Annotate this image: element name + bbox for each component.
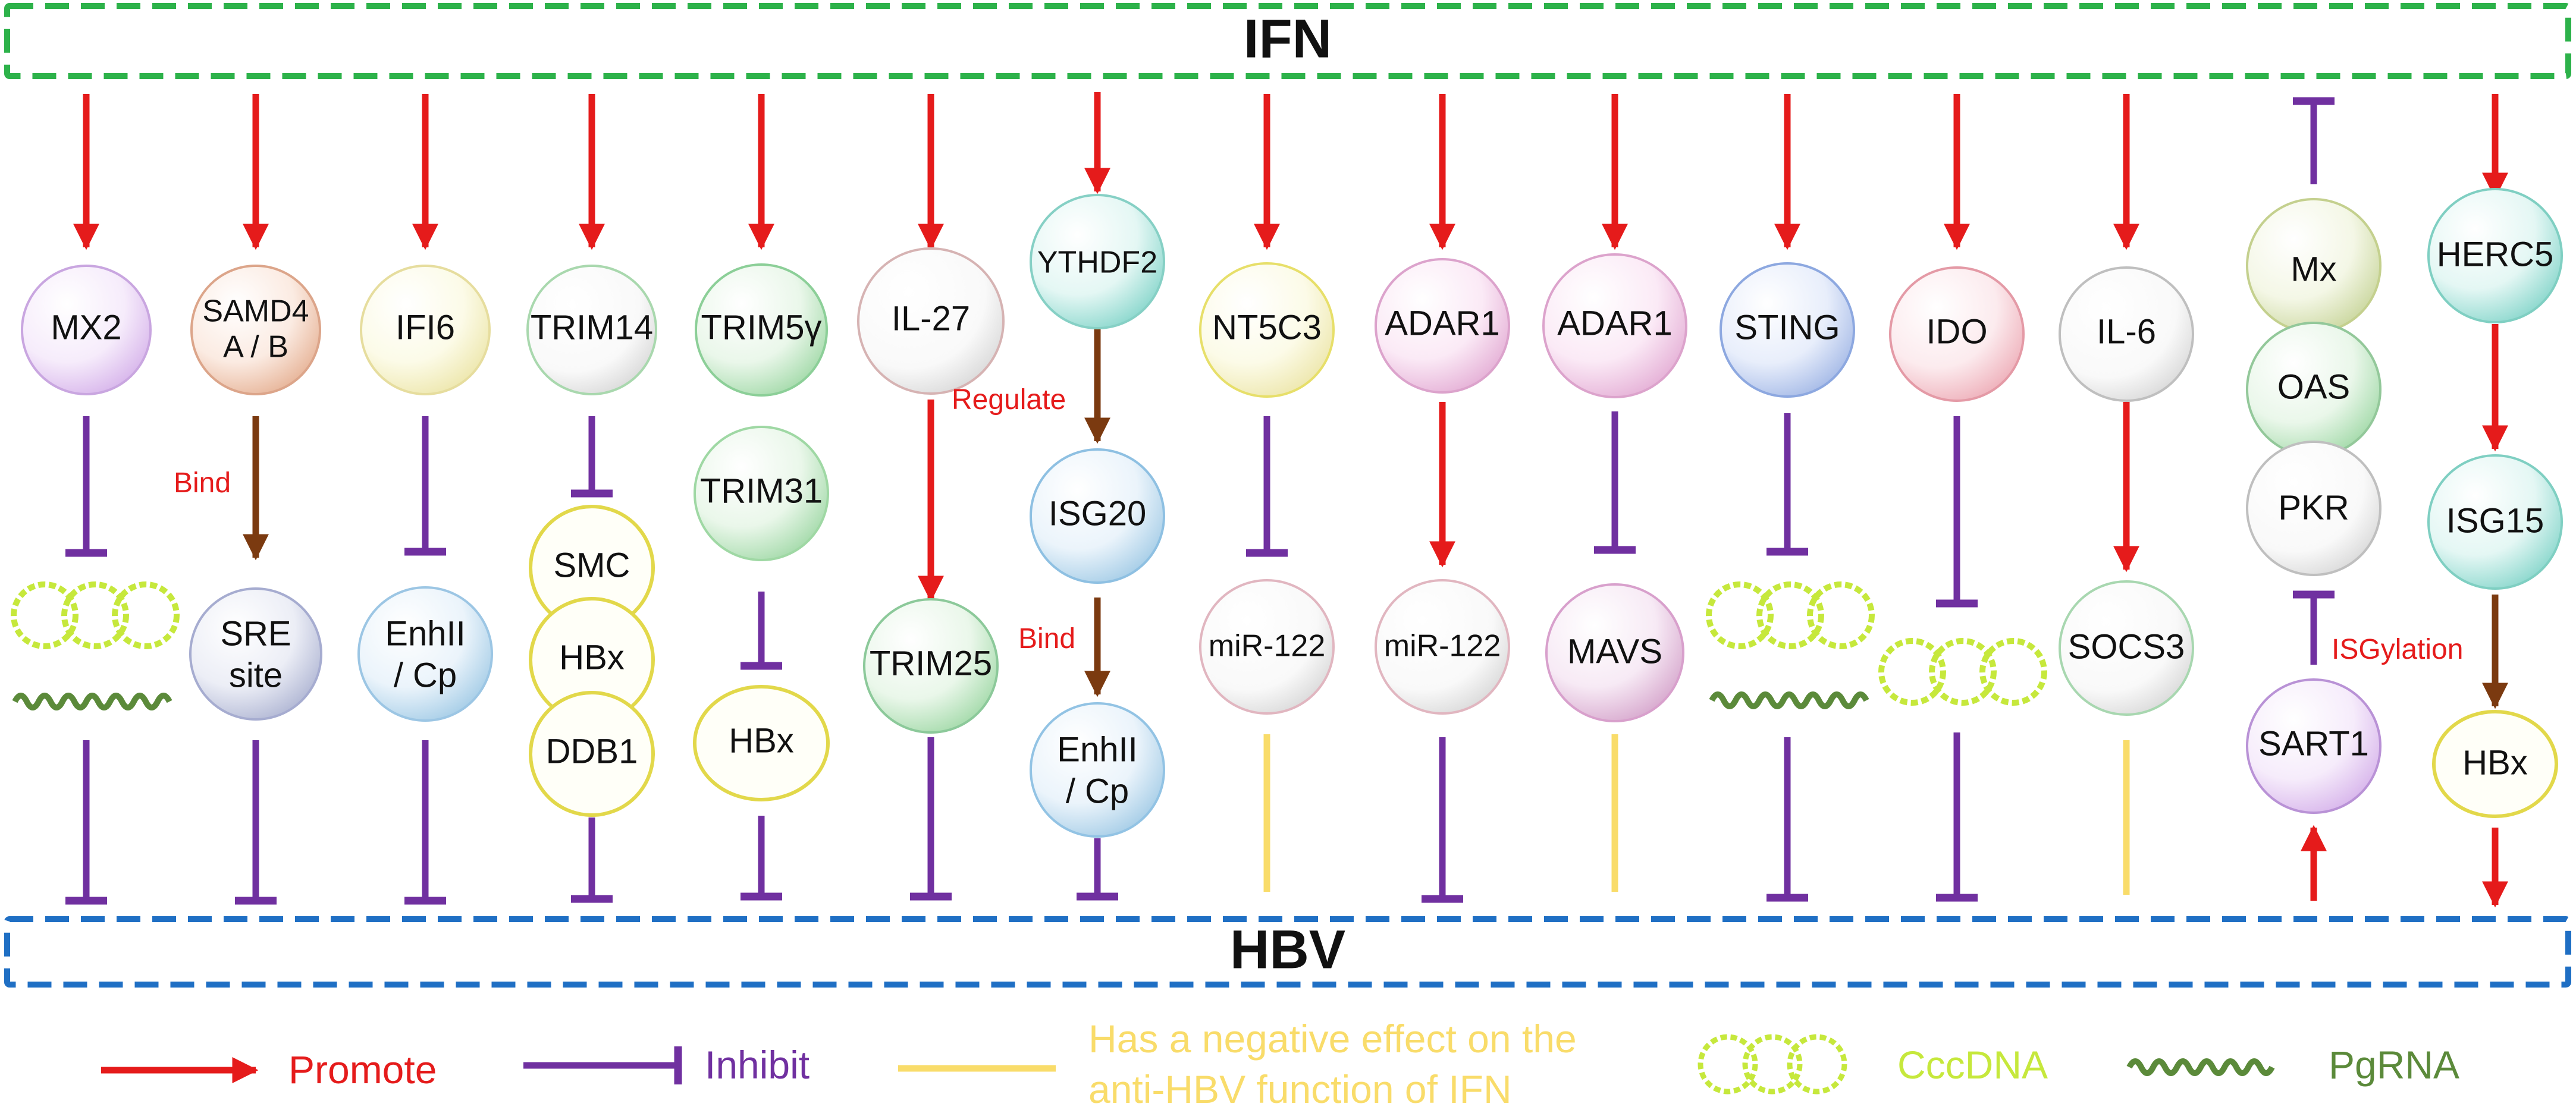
svg-text:NT5C3: NT5C3 bbox=[1212, 308, 1322, 347]
svg-text:ADAR1: ADAR1 bbox=[1557, 304, 1672, 342]
legend: Promote Inhibit Has a negative effect on… bbox=[101, 1017, 2459, 1110]
svg-text:HBx: HBx bbox=[2462, 743, 2528, 782]
node-socs3: SOCS3 bbox=[2059, 580, 2194, 716]
svg-text:HERC5: HERC5 bbox=[2437, 235, 2554, 273]
node-trim31: TRIM31 bbox=[694, 426, 829, 561]
svg-text:IL-6: IL-6 bbox=[2097, 312, 2156, 351]
inhibit-legend-label: Inhibit bbox=[705, 1043, 809, 1087]
hbv-box-title: HBV bbox=[1230, 919, 1345, 980]
svg-text:IDO: IDO bbox=[1926, 312, 1987, 351]
connectors bbox=[65, 92, 2508, 908]
node-hbx2: HBx bbox=[693, 685, 830, 801]
svg-text:/ Cp: / Cp bbox=[394, 656, 457, 694]
pgrna-legend-label: PgRNA bbox=[2329, 1043, 2459, 1087]
node-trim25: TRIM25 bbox=[863, 598, 999, 734]
svg-text:SAMD4: SAMD4 bbox=[202, 294, 309, 329]
hbv-box bbox=[4, 916, 2571, 988]
bind-label: Bind bbox=[1018, 623, 1075, 655]
node-samd4: SAMD4 A / B bbox=[190, 265, 321, 395]
node-il6: IL-6 bbox=[2059, 266, 2194, 402]
node-mx: Mx bbox=[2246, 198, 2382, 334]
pgrna-icon bbox=[12, 693, 172, 710]
node-mavs: MAVS bbox=[1545, 583, 1684, 722]
regulate-label: Regulate bbox=[952, 384, 1066, 416]
node-adar1b: ADAR1 bbox=[1542, 253, 1687, 398]
node-sre: SRE site bbox=[189, 587, 322, 721]
svg-text:miR-122: miR-122 bbox=[1209, 629, 1326, 664]
node-hbx3: HBx bbox=[2432, 710, 2558, 818]
svg-text:SOCS3: SOCS3 bbox=[2068, 627, 2185, 666]
svg-text:HBx: HBx bbox=[729, 721, 794, 760]
svg-text:miR-122: miR-122 bbox=[1384, 629, 1501, 664]
bind-label: Bind bbox=[174, 467, 231, 499]
svg-text:ISG20: ISG20 bbox=[1049, 494, 1146, 533]
svg-text:STING: STING bbox=[1734, 308, 1840, 347]
svg-text:MAVS: MAVS bbox=[1567, 632, 1662, 671]
svg-text:EnhII: EnhII bbox=[1057, 730, 1137, 769]
negative-legend-label-2: anti-HBV function of IFN bbox=[1088, 1067, 1512, 1110]
svg-text:TRIM31: TRIM31 bbox=[700, 471, 823, 510]
svg-text:DDB1: DDB1 bbox=[546, 732, 638, 771]
node-isg15: ISG15 bbox=[2427, 454, 2563, 590]
ifn-box-title: IFN bbox=[1244, 8, 1332, 69]
svg-text:TRIM25: TRIM25 bbox=[870, 644, 992, 683]
node-trim14: TRIM14 bbox=[526, 265, 657, 395]
cccdna-icon bbox=[1698, 1034, 1847, 1095]
svg-text:MX2: MX2 bbox=[51, 308, 121, 347]
node-ddb1: DDB1 bbox=[529, 691, 655, 817]
cccdna-icon bbox=[1878, 638, 2047, 706]
svg-text:YTHDF2: YTHDF2 bbox=[1037, 246, 1157, 280]
svg-text:ISG15: ISG15 bbox=[2446, 501, 2544, 540]
svg-text:/ Cp: / Cp bbox=[1066, 772, 1129, 810]
node-mir1: miR-122 bbox=[1199, 579, 1335, 715]
node-nt5c3: NT5C3 bbox=[1199, 262, 1335, 398]
svg-text:ADAR1: ADAR1 bbox=[1385, 304, 1499, 342]
node-sting: STING bbox=[1720, 262, 1855, 398]
svg-text:PKR: PKR bbox=[2278, 488, 2349, 527]
node-ythdf2: YTHDF2 bbox=[1030, 194, 1165, 329]
node-smc: SMC bbox=[529, 505, 655, 631]
svg-text:Mx: Mx bbox=[2291, 250, 2336, 288]
node-enh1: EnhII / Cp bbox=[357, 586, 493, 722]
svg-text:TRIM14: TRIM14 bbox=[531, 308, 653, 347]
node-trim5: TRIM5γ bbox=[695, 263, 828, 397]
node-ido: IDO bbox=[1889, 266, 2025, 402]
node-pkr: PKR bbox=[2246, 441, 2382, 576]
svg-text:HBx: HBx bbox=[559, 638, 625, 677]
node-isg20: ISG20 bbox=[1030, 448, 1165, 584]
node-sart1: SART1 bbox=[2246, 678, 2382, 814]
node-enh2: EnhII / Cp bbox=[1030, 702, 1165, 838]
pgrna-icon bbox=[1709, 691, 1869, 709]
svg-text:IFI6: IFI6 bbox=[396, 308, 455, 347]
node-hbx1: HBx bbox=[529, 597, 655, 723]
node-mir2: miR-122 bbox=[1375, 579, 1510, 715]
svg-text:IL-27: IL-27 bbox=[892, 299, 970, 338]
svg-text:EnhII: EnhII bbox=[385, 614, 465, 653]
node-mx2: MX2 bbox=[21, 265, 152, 395]
cccdna-icon bbox=[11, 581, 180, 649]
svg-text:SART1: SART1 bbox=[2258, 724, 2369, 763]
svg-text:OAS: OAS bbox=[2277, 367, 2351, 406]
node-il27: IL-27 bbox=[857, 247, 1005, 395]
isgylation-label: ISGylation bbox=[2332, 634, 2463, 665]
svg-text:site: site bbox=[229, 656, 283, 694]
cccdna-icon bbox=[1706, 581, 1875, 649]
node-ifi6: IFI6 bbox=[360, 265, 491, 395]
svg-text:SMC: SMC bbox=[554, 546, 630, 584]
cccdna-legend-label: CccDNA bbox=[1897, 1043, 2048, 1087]
promote-legend-label: Promote bbox=[288, 1048, 437, 1092]
svg-text:TRIM5γ: TRIM5γ bbox=[701, 308, 822, 347]
node-adar1a: ADAR1 bbox=[1375, 258, 1510, 394]
ifn-box bbox=[4, 3, 2571, 79]
svg-text:A / B: A / B bbox=[223, 330, 288, 364]
node-oas: OAS bbox=[2246, 322, 2382, 457]
node-herc5: HERC5 bbox=[2427, 188, 2563, 323]
pgrna-icon bbox=[2126, 1058, 2275, 1076]
svg-text:SRE: SRE bbox=[220, 614, 291, 653]
negative-legend-label-1: Has a negative effect on the bbox=[1088, 1017, 1577, 1061]
